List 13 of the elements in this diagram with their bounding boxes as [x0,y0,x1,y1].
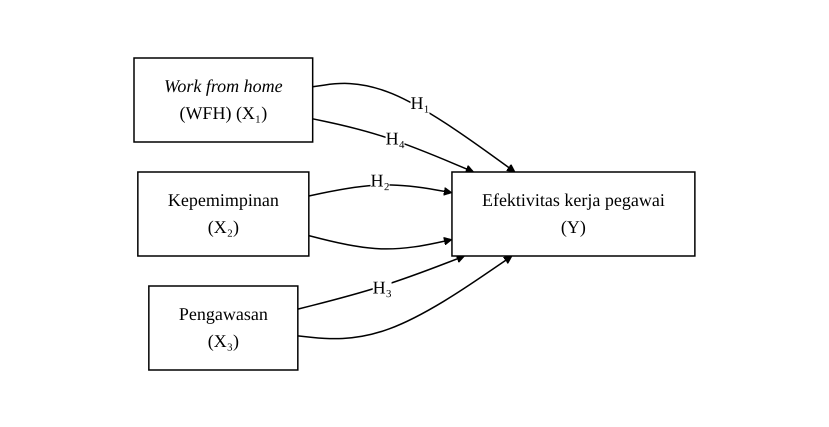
node-box: Work from home (WFH) (X₁) [133,56,314,142]
arrow [312,118,474,172]
edge-label: H₄ [386,128,405,148]
arrow [298,254,466,310]
node-box: Pengawasan (X₃) [148,284,299,370]
arrow [298,255,512,339]
edge-label: H₃ [372,276,392,297]
arrow [312,82,516,172]
node-box: Efektivitas kerja pegawai (Y) [451,170,696,256]
arrow [308,234,452,250]
edge-label: H₂ [370,170,390,190]
node-box: Kepemimpinan (X₂) [137,170,310,256]
edge-label: H₁ [410,92,430,113]
